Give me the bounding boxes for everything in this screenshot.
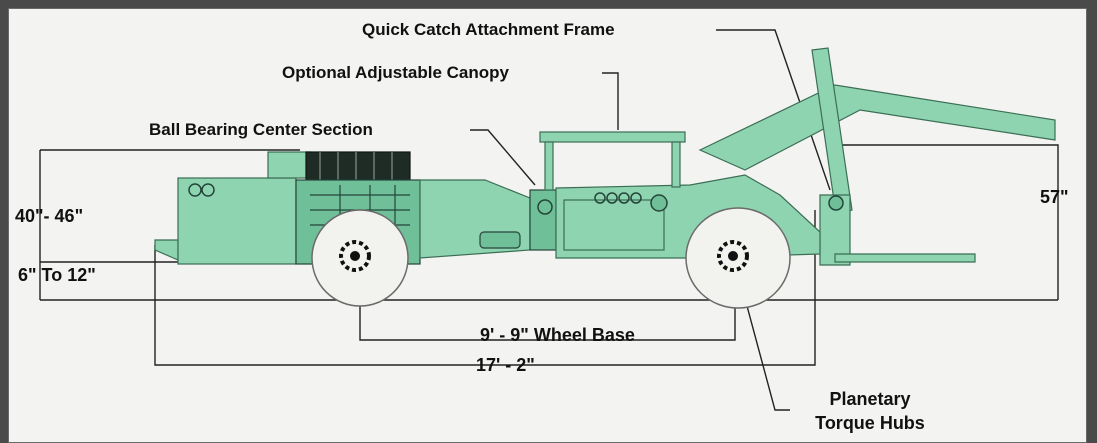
overall-length-line (154, 210, 816, 366)
dimension-lines (39, 29, 1059, 411)
planetary-label-line2: Torque Hubs (815, 413, 925, 433)
quick-catch-label: Quick Catch Attachment Frame (362, 20, 615, 39)
ball-bearing-label: Ball Bearing Center Section (149, 120, 373, 139)
quick-catch-leader (716, 29, 831, 191)
lift-height-line (830, 144, 1059, 300)
overall-length-label: 17' - 2" (476, 355, 535, 375)
ball-bearing-leader (470, 129, 536, 186)
planetary-label-line1: Planetary (829, 389, 911, 409)
planetary-leader (739, 279, 790, 411)
canopy-label: Optional Adjustable Canopy (282, 63, 509, 82)
height-range-label: 40"- 46" (15, 206, 84, 226)
ground-clearance-label: 6" To 12" (18, 265, 96, 285)
wheel-base-label: 9' - 9" Wheel Base (480, 325, 635, 345)
fork-assembly (698, 47, 1056, 266)
rear-wheel (311, 209, 409, 307)
canopy-leader (602, 72, 619, 130)
lift-height-label: 57" (1040, 187, 1069, 207)
canopy (539, 131, 686, 191)
front-wheel (685, 207, 791, 309)
